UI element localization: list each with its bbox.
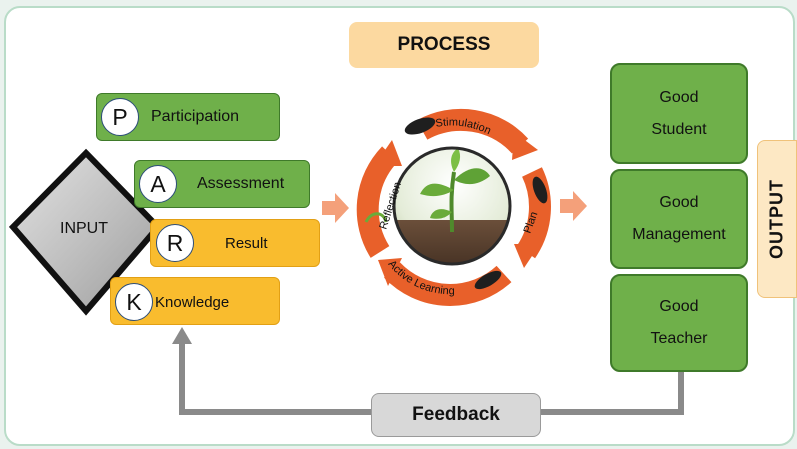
result-label: Result: [225, 235, 268, 252]
seed-icon: [532, 176, 548, 204]
pill-knowledge: K Knowledge: [110, 277, 280, 325]
output-good-student: Good Student: [610, 63, 748, 164]
feedback-arrowhead: [172, 327, 192, 344]
seed-icon: [404, 117, 436, 135]
pill-participation: P Participation: [96, 93, 280, 141]
output-line-1: Good: [659, 194, 699, 211]
learning-cycle: Stimulation Plan Active Learning Reflect…: [356, 108, 551, 306]
output-line-2: Student: [651, 120, 707, 138]
output-line-1: Good: [659, 298, 699, 315]
arrow-to-process-icon: [322, 193, 349, 223]
output-good-management: Good Management: [610, 169, 748, 269]
input-label: INPUT: [60, 220, 108, 237]
seed-icon: [474, 270, 502, 290]
seedling-plant-icon: [394, 148, 510, 264]
letter-circle-k: K: [115, 283, 153, 321]
feedback-label: Feedback: [371, 393, 541, 437]
pill-assessment: A Assessment: [134, 160, 310, 208]
knowledge-label: Knowledge: [155, 294, 230, 311]
letter-circle-p: P: [101, 98, 139, 136]
output-line-2: Teacher: [650, 330, 708, 347]
output-line-2: Management: [632, 226, 726, 243]
output-good-teacher: Good Teacher: [610, 274, 748, 372]
participation-label: Participation: [151, 108, 240, 125]
output-label-tab: OUTPUT: [757, 140, 797, 298]
arrow-to-output-icon: [560, 191, 587, 221]
output-label: OUTPUT: [766, 179, 787, 259]
output-line-1: Good: [659, 88, 699, 106]
process-label: PROCESS: [349, 22, 539, 68]
letter-circle-a: A: [139, 165, 177, 203]
feedback-loop-line: [179, 342, 684, 415]
assessment-label: Assessment: [197, 175, 285, 192]
pill-result: R Result: [150, 219, 320, 267]
letter-circle-r: R: [156, 224, 194, 262]
